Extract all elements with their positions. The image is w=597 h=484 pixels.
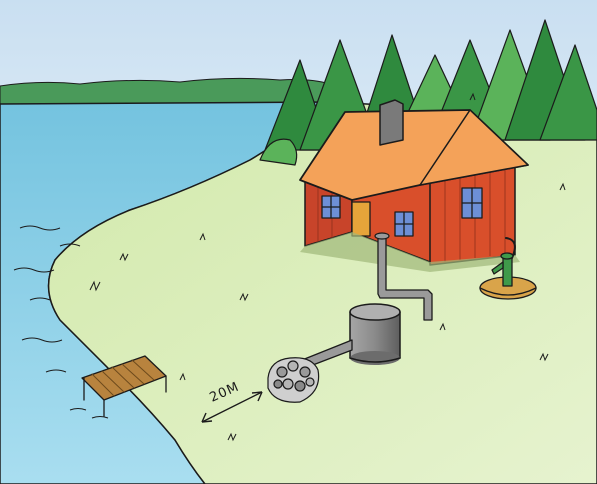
pipe-inlet (375, 233, 389, 239)
chimney (380, 100, 403, 145)
infiltration-stones (268, 358, 319, 402)
septic-tank (350, 304, 400, 365)
house-door (352, 202, 370, 236)
